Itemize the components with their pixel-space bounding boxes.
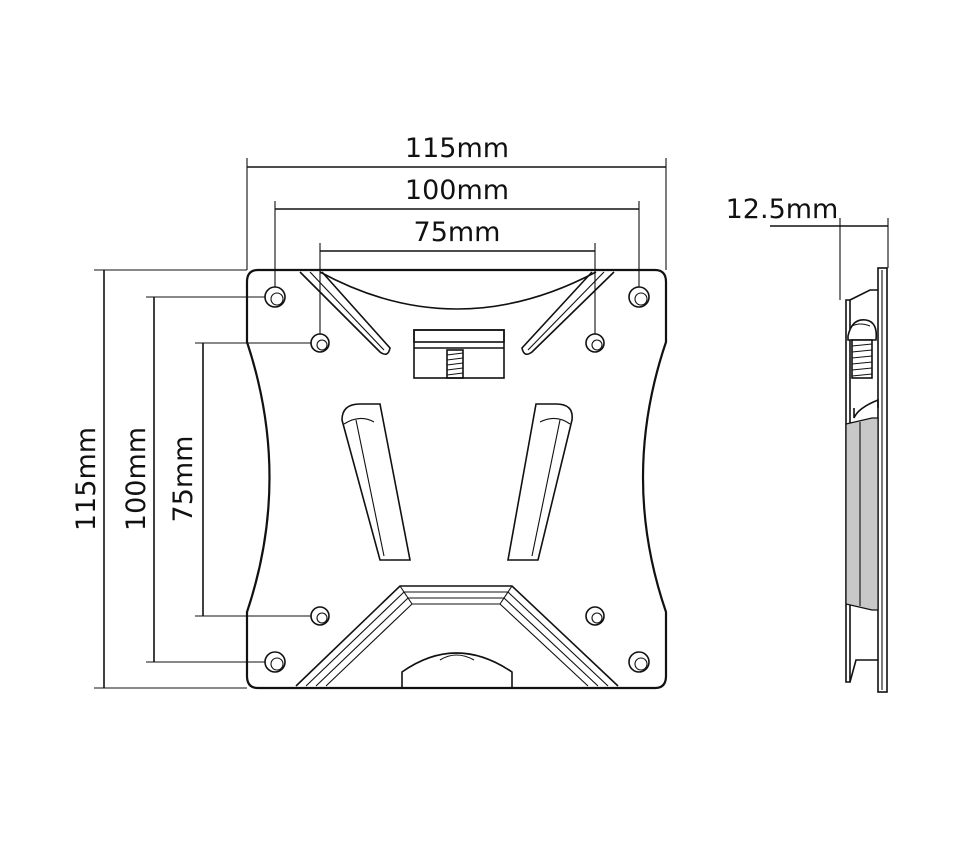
slot-left — [341, 403, 411, 561]
hole-100-bottom-left — [264, 651, 286, 673]
top-notch-curve — [319, 271, 597, 310]
dimension-height-100 — [146, 296, 265, 663]
rib-top-right — [521, 271, 615, 356]
plate-outline — [245, 268, 668, 690]
rib-top-left — [299, 271, 391, 356]
dimension-height-115 — [94, 269, 247, 689]
dimension-width-75 — [319, 243, 596, 334]
label-height-75: 75mm — [168, 436, 199, 523]
label-height-115: 115mm — [71, 427, 102, 531]
side-view: 12.5mm — [726, 194, 889, 693]
side-screw-knob — [847, 319, 878, 379]
rib-top-right-inner — [527, 271, 605, 351]
hole-75-bottom-right — [585, 606, 605, 626]
label-height-100: 100mm — [121, 427, 152, 531]
dimension-height-75 — [195, 342, 311, 617]
center-clip-top — [413, 329, 505, 343]
label-width-100: 100mm — [405, 175, 509, 206]
hole-100-top-right — [628, 286, 650, 308]
slot-right — [507, 403, 573, 561]
label-width-75: 75mm — [414, 217, 501, 248]
bottom-hanger — [401, 652, 513, 689]
dimension-width-100 — [274, 201, 640, 287]
bottom-bridge — [295, 585, 619, 687]
dimension-width-115 — [246, 158, 667, 270]
front-view: 115mm 100mm 75mm 115mm 100mm — [71, 133, 668, 690]
hole-100-top-left — [264, 286, 286, 308]
center-clip-screw — [446, 349, 464, 379]
side-upper-bracket — [853, 398, 879, 419]
hole-100-bottom-right — [628, 651, 650, 673]
side-channel — [845, 417, 879, 611]
label-width-115: 115mm — [405, 133, 509, 164]
rib-top-left-inner — [309, 271, 385, 351]
label-depth: 12.5mm — [726, 194, 839, 225]
